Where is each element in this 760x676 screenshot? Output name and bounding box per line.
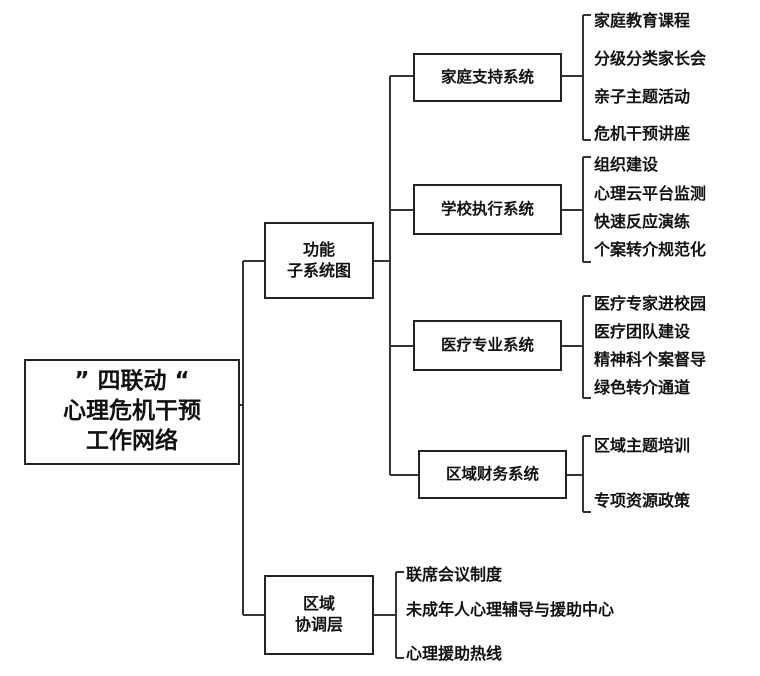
regional-layer-line-1: 区域 bbox=[302, 594, 335, 614]
root-box: ” 四联动 “ 心理危机干预 工作网络 bbox=[24, 359, 240, 465]
family-support-system-box: 家庭支持系统 bbox=[413, 53, 562, 102]
function-subsystem-line-1: 功能 bbox=[302, 239, 335, 259]
school-item-3: 快速反应演练 bbox=[594, 212, 691, 231]
regional-finance-system-label: 区域财务系统 bbox=[445, 465, 539, 484]
family-support-system-label: 家庭支持系统 bbox=[440, 68, 534, 87]
finance-item-2: 专项资源政策 bbox=[594, 491, 691, 510]
root-line-1: ” 四联动 “ bbox=[74, 368, 190, 395]
root-line-3: 工作网络 bbox=[86, 427, 178, 454]
school-execution-system-label: 学校执行系统 bbox=[440, 200, 534, 219]
regional-item-2: 未成年人心理辅导与援助中心 bbox=[406, 600, 615, 619]
regional-item-1: 联席会议制度 bbox=[406, 565, 503, 584]
regional-layer-line-2: 协调层 bbox=[294, 615, 343, 634]
medical-professional-system-label: 医疗专业系统 bbox=[440, 336, 534, 355]
function-subsystem-line-2: 子系统图 bbox=[286, 260, 351, 280]
medical-professional-system-box: 医疗专业系统 bbox=[413, 320, 562, 371]
school-item-4: 个案转介规范化 bbox=[594, 240, 707, 259]
regional-layer-box: 区域 协调层 bbox=[264, 575, 374, 655]
school-execution-system-box: 学校执行系统 bbox=[413, 184, 562, 235]
medical-item-2: 医疗团队建设 bbox=[594, 322, 691, 341]
finance-item-1: 区域主题培训 bbox=[594, 436, 691, 455]
regional-item-3: 心理援助热线 bbox=[406, 644, 503, 663]
root-line-2: 心理危机干预 bbox=[63, 398, 201, 425]
school-item-1: 组织建设 bbox=[594, 155, 659, 174]
medical-item-4: 绿色转介通道 bbox=[594, 378, 691, 397]
family-item-3: 亲子主题活动 bbox=[594, 87, 691, 106]
school-item-2: 心理云平台监测 bbox=[594, 184, 707, 203]
family-item-1: 家庭教育课程 bbox=[594, 11, 691, 30]
family-item-4: 危机干预讲座 bbox=[594, 124, 691, 143]
medical-item-3: 精神科个案督导 bbox=[594, 350, 707, 369]
medical-item-1: 医疗专家进校园 bbox=[594, 294, 707, 313]
regional-finance-system-box: 区域财务系统 bbox=[418, 450, 567, 499]
family-item-2: 分级分类家长会 bbox=[594, 49, 707, 68]
function-subsystem-box: 功能 子系统图 bbox=[264, 222, 374, 299]
